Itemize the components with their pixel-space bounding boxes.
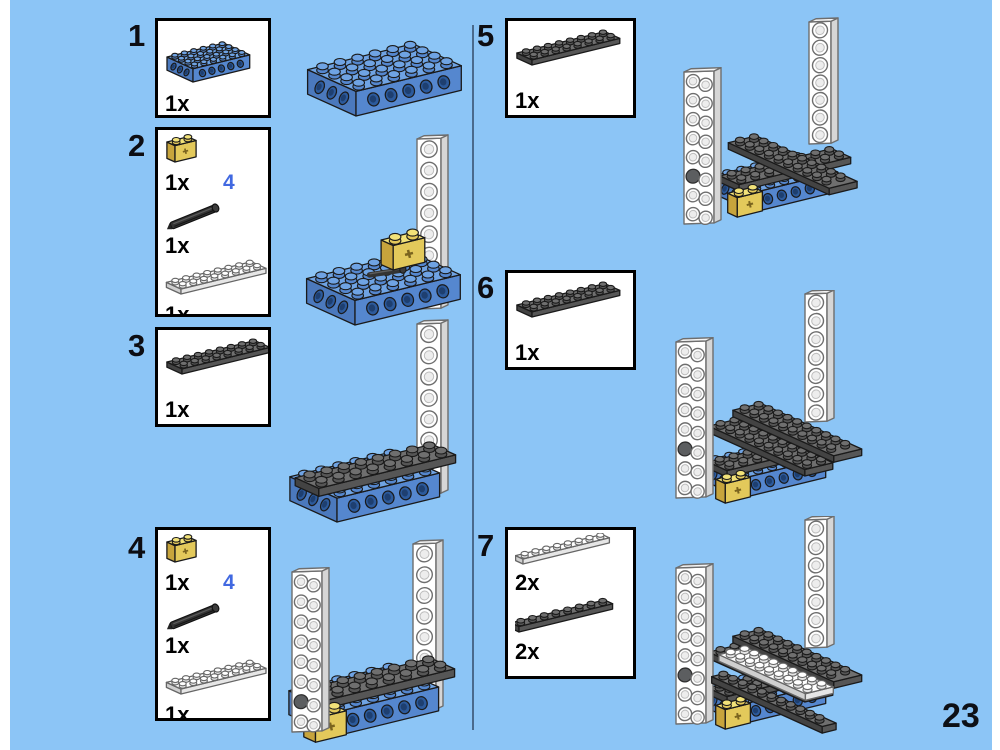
- part-quantity: 1x: [165, 633, 190, 658]
- parts-callout-step-3: 1x: [155, 327, 271, 427]
- assembly-after-step-5: [683, 17, 858, 226]
- step-number-1: 1: [128, 18, 146, 53]
- step-number-6: 6: [477, 270, 495, 305]
- part-quantity: 1x: [165, 91, 190, 116]
- page-left-margin: [0, 0, 10, 750]
- part-quantity: 1x: [165, 233, 190, 258]
- technic-brick-1x2-yellow-image: [165, 533, 261, 572]
- assembly-after-step-3: [289, 319, 457, 523]
- plate-2x8-white-image: [165, 657, 267, 704]
- part-quantity: 1x: [515, 88, 540, 113]
- axle-4-black-image: [165, 194, 261, 235]
- parts-callout-step-6: 1x: [505, 270, 636, 370]
- assembly-after-step-4: [288, 539, 456, 743]
- part-quantity: 1x: [165, 302, 190, 317]
- plate-2x8-dark-gray-image: [515, 24, 626, 75]
- plate-1x8-white-image: [514, 532, 626, 572]
- step-number-7: 7: [477, 528, 495, 563]
- page-right-margin: [992, 0, 1000, 750]
- parts-callout-step-1: 1x: [155, 18, 271, 118]
- part-quantity: 2x: [515, 570, 540, 595]
- technic-brick-4x6-blue-image: [165, 24, 261, 93]
- part-quantity: 1x: [165, 397, 190, 422]
- step-number-5: 5: [477, 18, 495, 53]
- part-quantity: 1x: [515, 340, 540, 365]
- column-divider: [472, 25, 474, 730]
- axle-length-label: 4: [223, 571, 235, 594]
- parts-callout-step-5: 1x: [505, 18, 636, 118]
- plate-2x8-dark-gray-image: [165, 333, 268, 384]
- assembly-after-step-6: [675, 290, 863, 504]
- axle-length-label: 4: [223, 171, 235, 194]
- plate-2x8-white-image: [165, 257, 267, 304]
- plate-2x8-dark-gray-image: [515, 276, 626, 327]
- step-number-4: 4: [128, 530, 146, 565]
- parts-callout-step-7: 2x 2x: [505, 527, 636, 679]
- part-quantity: 2x: [515, 639, 540, 664]
- assembly-after-step-7: [675, 516, 863, 734]
- technic-brick-1x2-yellow-image: [165, 133, 261, 172]
- plate-1x8-dark-gray-image: [510, 594, 626, 641]
- assembly-after-step-2: [305, 134, 461, 326]
- step-number-3: 3: [128, 328, 146, 363]
- part-quantity: 1x: [165, 702, 190, 721]
- page-number: 23: [942, 697, 980, 735]
- axle-4-black-image: [165, 594, 261, 635]
- step-number-2: 2: [128, 128, 146, 163]
- assembly-after-step-1: [306, 40, 462, 117]
